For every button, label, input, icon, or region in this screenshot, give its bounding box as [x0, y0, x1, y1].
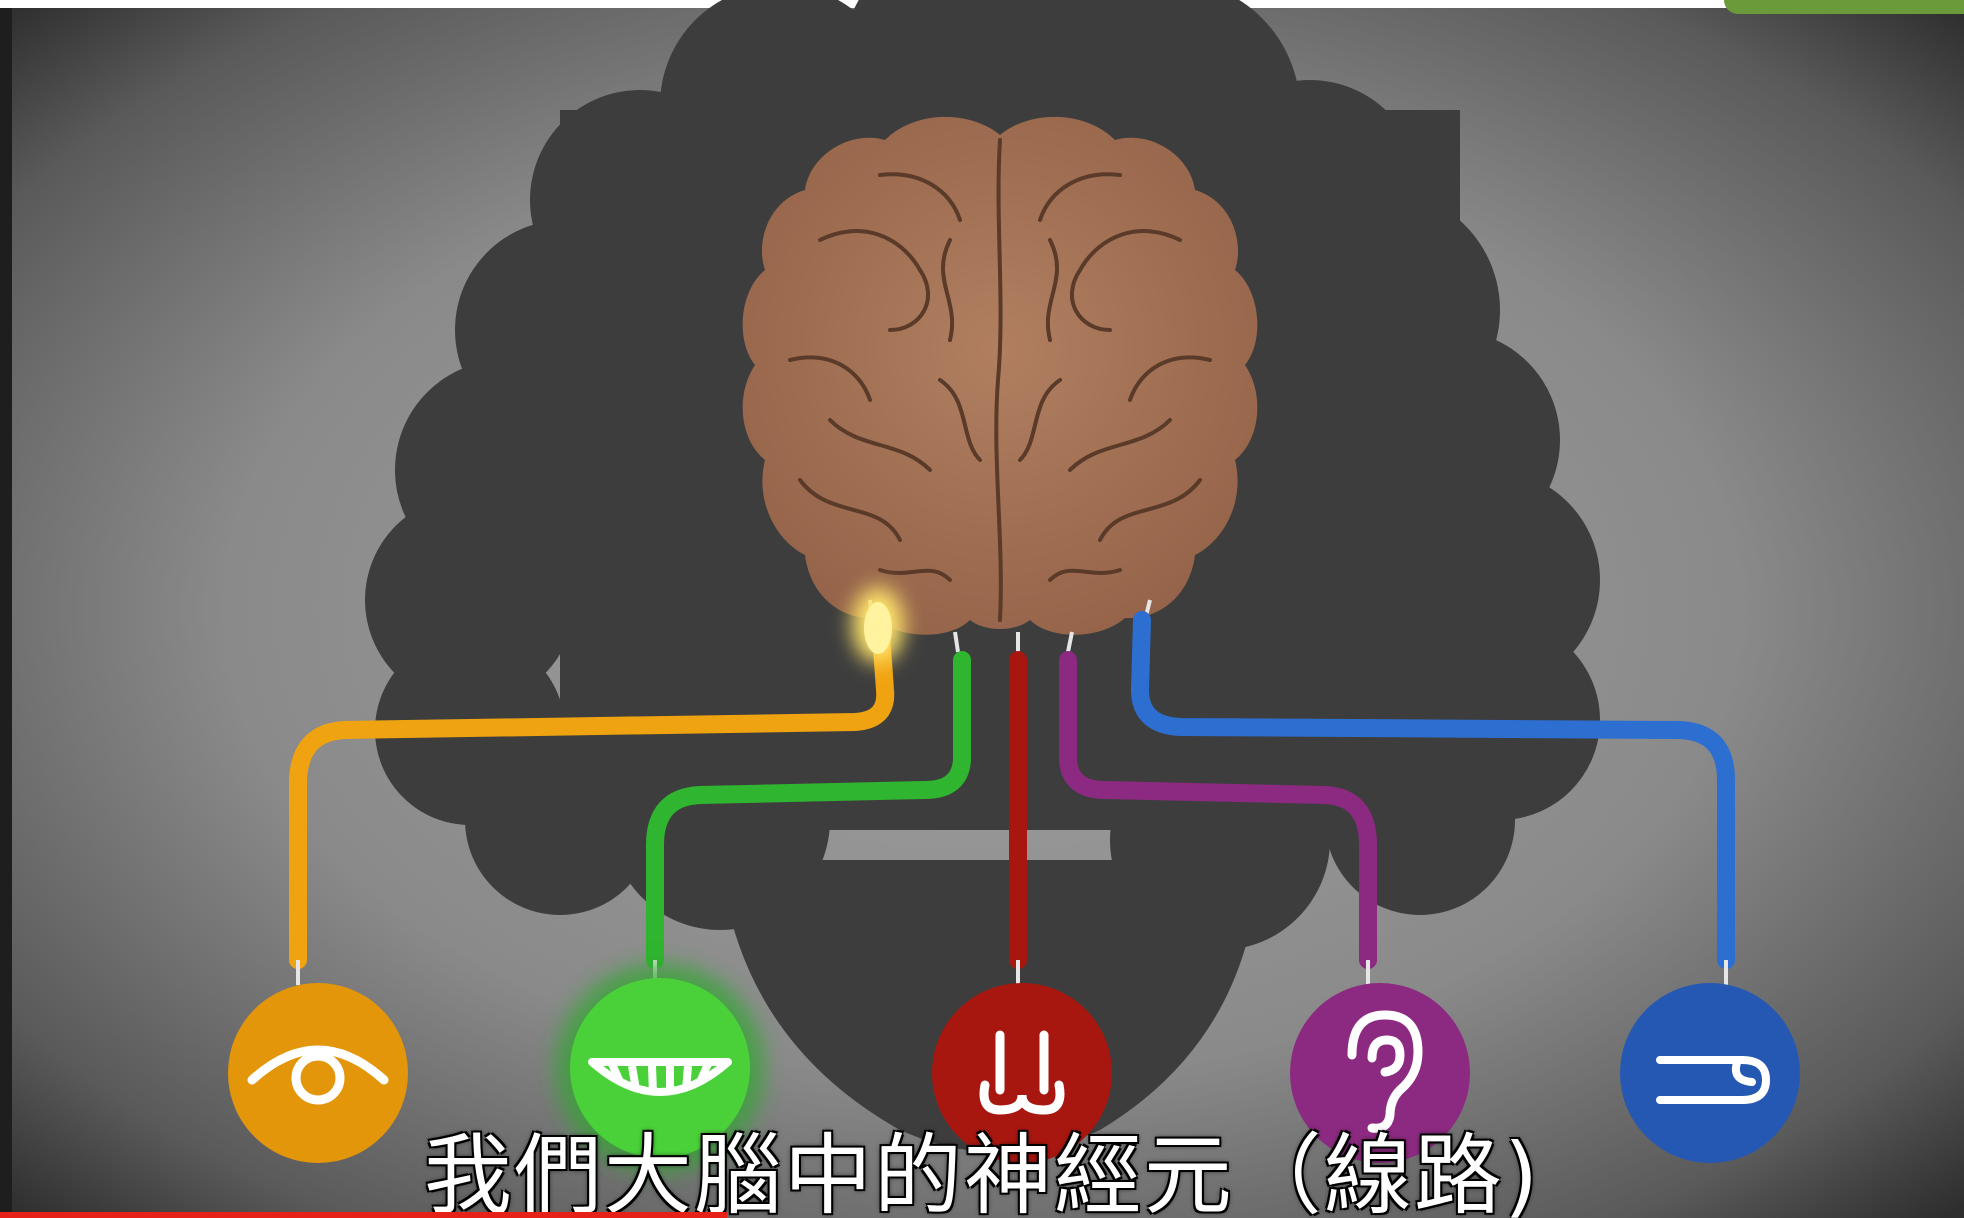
wire-hearing	[1059, 651, 1377, 969]
video-progress-bar[interactable]	[0, 1212, 727, 1218]
brain	[742, 116, 1258, 635]
corner-overlay-tab	[1724, 0, 1964, 14]
video-subtitle: 我們大腦中的神經元（線路)	[423, 1124, 1541, 1218]
finger-touch-icon	[1656, 1056, 1771, 1104]
sense-eye-circle	[228, 983, 408, 1163]
eye-icon	[247, 1045, 389, 1105]
wire-sight	[289, 611, 895, 969]
mouth-smile-icon	[588, 1058, 732, 1096]
signal-spark	[852, 587, 904, 663]
ear-icon	[1347, 1010, 1423, 1133]
wire-touch	[1130, 611, 1735, 969]
left-border	[0, 0, 12, 1218]
sense-nose-circle	[932, 983, 1112, 1163]
sense-ear-circle	[1290, 983, 1470, 1163]
nose-icon	[979, 1030, 1065, 1115]
sense-touch-circle	[1620, 983, 1800, 1163]
wire-taste	[646, 651, 971, 969]
sense-mouth-circle	[555, 963, 765, 1173]
